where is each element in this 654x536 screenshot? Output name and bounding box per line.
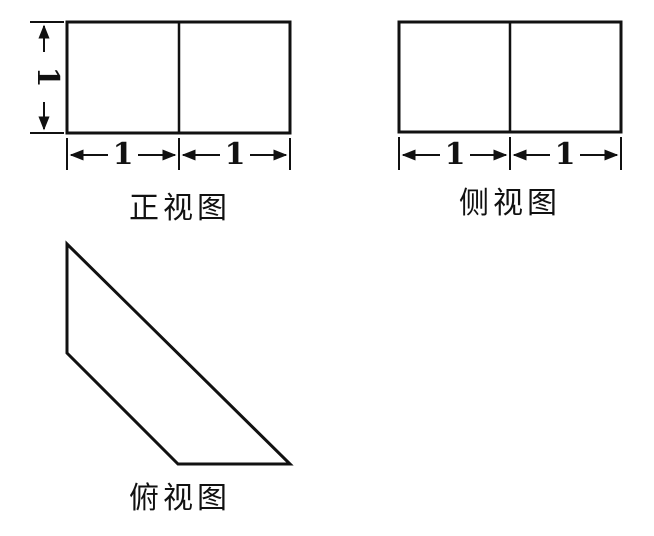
front-width-dimension: 1 1 [66,137,291,172]
side-view: 1 1 侧视图 [397,20,623,221]
top-view-title: 俯视图 [129,481,231,516]
side-width-label-right: 1 [555,137,576,172]
front-height-label: 1 [30,67,65,88]
front-width-label-right: 1 [225,137,246,172]
top-view: 俯视图 [65,240,294,516]
front-height-dimension: 1 [30,21,65,134]
top-view-trapezoid [65,240,294,466]
front-width-label-left: 1 [113,137,134,172]
side-width-dimension: 1 1 [398,137,622,172]
front-view-title: 正视图 [129,191,231,226]
side-view-title: 侧视图 [459,186,561,221]
side-width-label-left: 1 [445,137,466,172]
front-view: 1 1 1 正视图 [30,20,292,226]
